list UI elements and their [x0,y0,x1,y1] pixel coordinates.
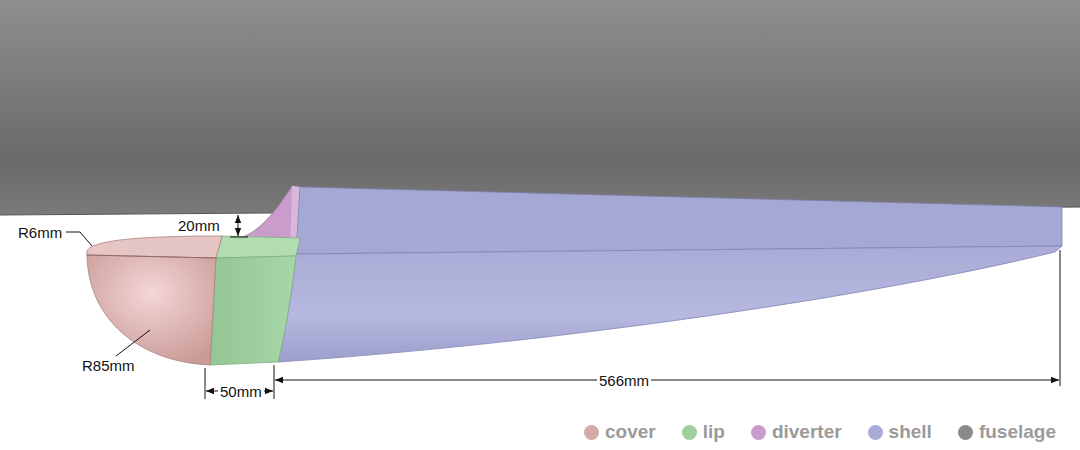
legend: cover lip diverter shell fuselage [558,421,1056,443]
legend-entry: cover [584,421,656,443]
cover-top-face [87,236,222,258]
dimension-label: 50mm [218,383,264,400]
leader-line [116,330,150,356]
legend-text: diverter [772,421,842,443]
legend-swatch [751,425,766,440]
shell-lower-face [278,246,1062,362]
dimension-label: 566mm [597,372,651,389]
legend-entry: shell [868,421,932,443]
legend-entry: fuselage [958,421,1056,443]
legend-swatch [868,425,883,440]
dimension-line [275,380,1059,381]
legend-entry: lip [682,421,725,443]
legend-entry: diverter [751,421,842,443]
legend-text: shell [889,421,932,443]
dimension-label: R85mm [80,357,137,374]
dimension-label: R6mm [16,224,64,241]
lip-top-face [216,236,300,258]
fuselage-body [0,0,1080,215]
legend-swatch [584,425,599,440]
extension-line [274,365,275,399]
extension-line [230,237,248,238]
legend-swatch [958,425,973,440]
extension-line [1060,250,1061,386]
legend-text: fuselage [979,421,1056,443]
leader-line [66,232,92,246]
legend-swatch [682,425,697,440]
dimension-label: 20mm [176,217,222,234]
cover-side-face [87,255,216,365]
legend-text: cover [605,421,656,443]
extension-line [205,368,206,399]
dimension-line [238,215,239,236]
shell-upper-face [296,187,1062,254]
legend-text: lip [703,421,725,443]
cover-rim [87,255,216,258]
lip-side-face [210,256,296,365]
